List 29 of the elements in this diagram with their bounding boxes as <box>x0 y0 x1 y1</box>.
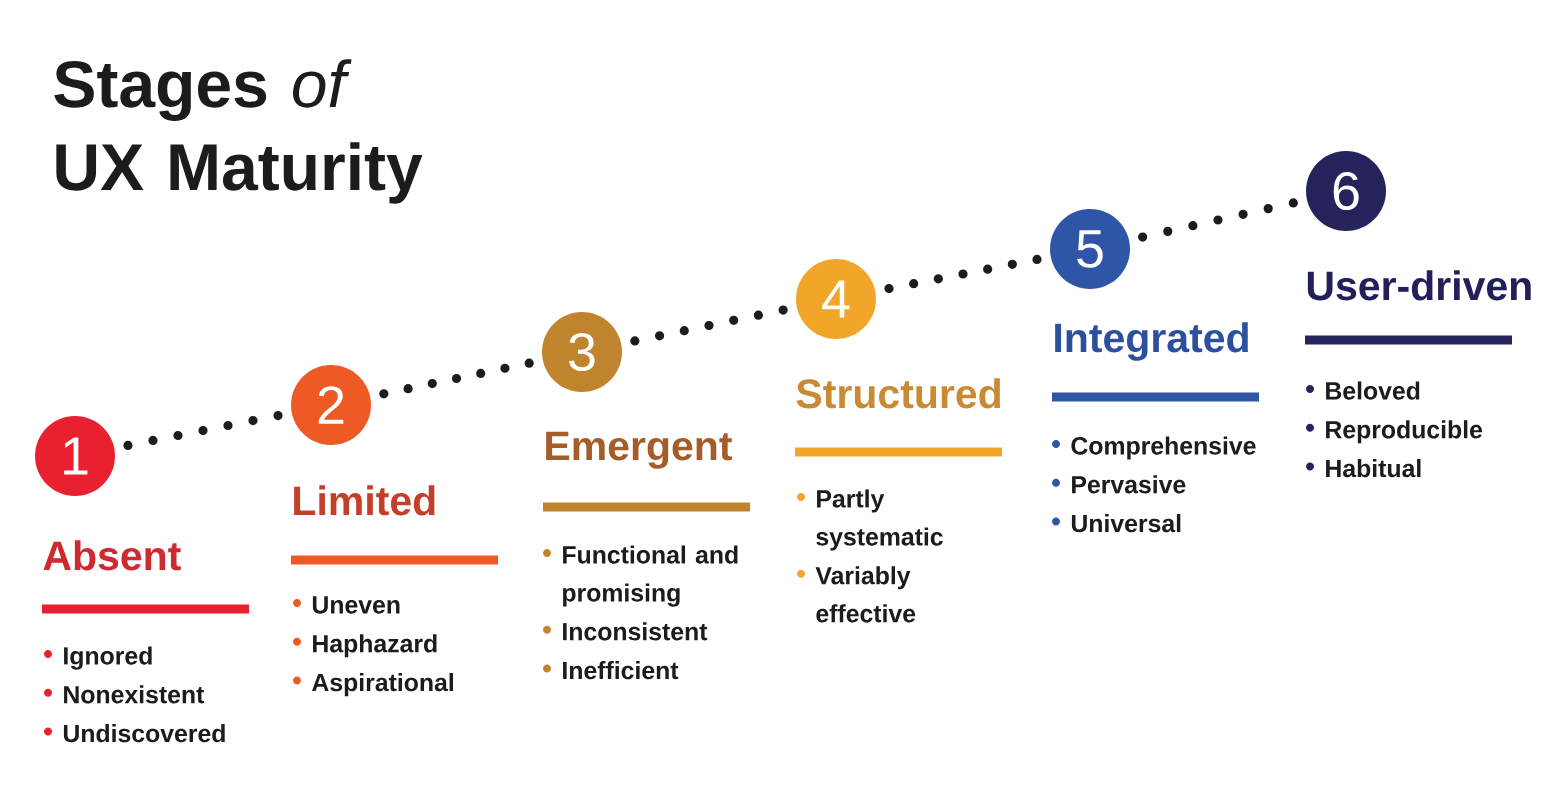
dotted-line <box>123 410 283 451</box>
list-item: Uneven <box>312 596 400 614</box>
list-item: Partly systematic <box>816 489 943 551</box>
list-item: Inconsistent <box>563 622 708 641</box>
list-item: Beloved <box>1326 381 1420 400</box>
dotted-line <box>379 358 534 399</box>
list-item: Inefficient <box>563 661 679 680</box>
list-item: Ignored <box>64 646 152 670</box>
stage-heading: Emergent <box>546 431 732 469</box>
stage-heading: Limited <box>294 485 435 516</box>
list-item: Pervasive <box>1072 475 1186 494</box>
dotted-line <box>630 305 788 346</box>
list-item: Reproducible <box>1326 420 1483 444</box>
dotted-line <box>1138 198 1298 242</box>
list-item: Universal <box>1071 514 1181 533</box>
stage-heading: Structured <box>796 378 1000 409</box>
dotted-line <box>884 254 1042 294</box>
title: Stages of UX Maturity <box>54 59 423 204</box>
list-item: Habitual <box>1326 459 1421 478</box>
stage-heading: User-driven <box>1307 270 1531 301</box>
list-item: Haphazard <box>313 634 437 658</box>
stage-heading: Absent <box>43 540 181 571</box>
list-item: Undiscovered <box>63 724 225 743</box>
list-item: Comprehensive <box>1071 436 1256 460</box>
list-item: Aspirational <box>312 673 453 697</box>
stage-heading: Integrated <box>1055 322 1248 361</box>
list-item: Functional and promising <box>563 545 738 607</box>
list-item: Nonexistent <box>64 685 205 704</box>
list-item: Variably effective <box>815 566 916 623</box>
